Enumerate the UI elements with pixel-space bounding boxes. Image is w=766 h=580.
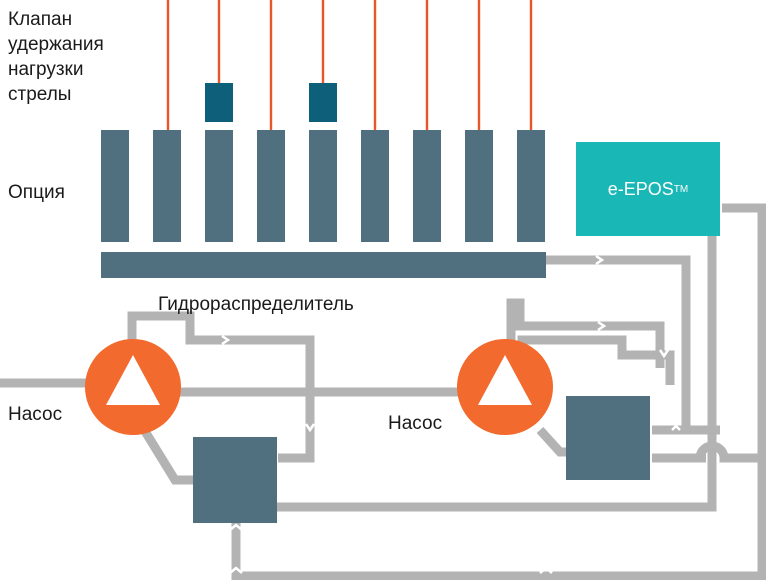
- flow-arrow: [658, 349, 670, 359]
- flow-arrow: [229, 523, 243, 531]
- hose-pump-right-loop: [517, 335, 675, 385]
- pump-right-label: Насос: [388, 413, 443, 434]
- hose-pump-right-down: [536, 426, 566, 457]
- pump-left-label: Насос: [8, 404, 63, 425]
- distributor-spools: [101, 130, 545, 242]
- hose-crossing-arc: [695, 441, 762, 463]
- pump-left-triangle-icon: [106, 355, 160, 405]
- hose-pump-left-top: [127, 311, 315, 463]
- e-epos-trademark: TM: [673, 183, 689, 195]
- hose-distributor-right: [546, 255, 691, 430]
- valve-block-right: [566, 396, 650, 480]
- hose-pump-right-top: [506, 298, 665, 368]
- spool-section: [153, 130, 181, 242]
- flow-arrow: [597, 320, 607, 332]
- flow-arrow: [671, 424, 681, 431]
- option-label: Опция: [8, 182, 65, 203]
- spool-section: [361, 130, 389, 242]
- flow-arrows: [221, 254, 681, 574]
- spool-section: [205, 130, 233, 242]
- distributor-bar: [101, 252, 546, 278]
- pilot-lines: [166, 0, 533, 130]
- pump-right-triangle-icon: [478, 355, 532, 405]
- boom-valve-block: [205, 83, 233, 122]
- valve-label-line: Клапан: [8, 9, 73, 30]
- spool-section: [413, 130, 441, 242]
- pump-right: [457, 339, 553, 435]
- pump-left: [85, 339, 181, 435]
- flow-arrow: [304, 423, 316, 433]
- spool-section: [101, 130, 129, 242]
- distributor-label: Гидрораспределитель: [158, 294, 354, 315]
- flow-arrow: [539, 566, 553, 574]
- valve-block-left: [193, 437, 277, 523]
- spool-section: [257, 130, 285, 242]
- hose-bottom-block-right: [276, 233, 717, 512]
- flow-arrow: [229, 566, 243, 574]
- spool-section: [309, 130, 337, 242]
- flow-arrow: [221, 334, 231, 346]
- valve-label-line: стрелы: [8, 84, 72, 105]
- boom-valve-block: [309, 83, 337, 122]
- hose-pump-left-diagonal: [139, 425, 195, 485]
- hose-lines: [0, 203, 766, 580]
- valve-label-line: нагрузки: [8, 59, 84, 80]
- e-epos-label: e-EPOS: [607, 178, 674, 199]
- valve-label-line: удержания: [8, 34, 104, 55]
- hose-bottom-return: [231, 203, 766, 580]
- boom-load-holding-valve-label: Клапан удержания нагрузки стрелы: [8, 7, 158, 107]
- spool-section: [465, 130, 493, 242]
- spool-section: [517, 130, 545, 242]
- flow-arrow: [595, 254, 605, 266]
